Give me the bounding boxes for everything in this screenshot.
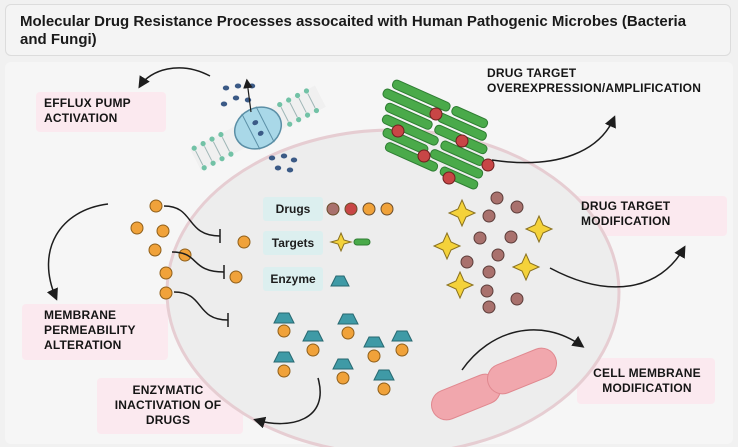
permeability-label-bg — [22, 304, 168, 360]
legend-targets-label: Targets — [271, 236, 315, 250]
enzyme-drug-pairs — [273, 312, 413, 396]
cell-body — [165, 128, 621, 447]
legend-target-rod — [353, 238, 371, 246]
efflux-label-bg — [36, 92, 166, 132]
legend-enzyme-label: Enzyme — [270, 272, 316, 286]
blocked-arrows — [163, 205, 229, 327]
modification-drugs — [460, 191, 524, 314]
modified-targets — [432, 198, 554, 300]
efflux-arrow — [138, 67, 211, 89]
permeability-label: MEMBRANE PERMEABILITY ALTERATION — [44, 308, 136, 352]
legend-targets-chip: Targets — [263, 231, 323, 255]
pump-channel — [234, 106, 282, 150]
title-box: Molecular Drug Resistance Processes asso… — [5, 4, 731, 56]
permeability-arrow — [46, 203, 109, 301]
permeability-drugs — [130, 199, 251, 300]
cell-membrane-label: CELL MEMBRANE MODIFICATION — [593, 366, 701, 395]
legend-enzyme-shape — [330, 275, 350, 287]
efflux-up-arrow — [243, 78, 253, 113]
figure-title: Molecular Drug Resistance Processes asso… — [20, 13, 687, 48]
efflux-label: EFFLUX PUMP ACTIVATION — [44, 96, 131, 125]
legend-enzyme-chip: Enzyme — [263, 267, 323, 291]
legend-drugs-label: Drugs — [275, 202, 311, 216]
legend-target-star — [329, 231, 353, 253]
cell-membrane-arrow — [461, 329, 585, 371]
overexpression-label: DRUG TARGET OVEREXPRESSION/AMPLIFICATION — [487, 66, 702, 95]
enzymatic-arrow — [253, 377, 321, 429]
modification-arrow — [549, 245, 686, 288]
legend-drugs-chip: Drugs — [263, 197, 323, 221]
overexpression-arrow — [491, 115, 616, 164]
target-bound-drugs — [391, 107, 495, 185]
cell-membrane-label-bg — [577, 358, 715, 404]
modification-label: DRUG TARGET MODIFICATION — [581, 199, 671, 228]
legend-drug-shapes — [326, 202, 394, 216]
pink-rods — [431, 347, 557, 421]
efflux-pump — [190, 85, 326, 171]
enzymatic-label: ENZYMATIC INACTIVATION OF DRUGS — [114, 383, 222, 427]
